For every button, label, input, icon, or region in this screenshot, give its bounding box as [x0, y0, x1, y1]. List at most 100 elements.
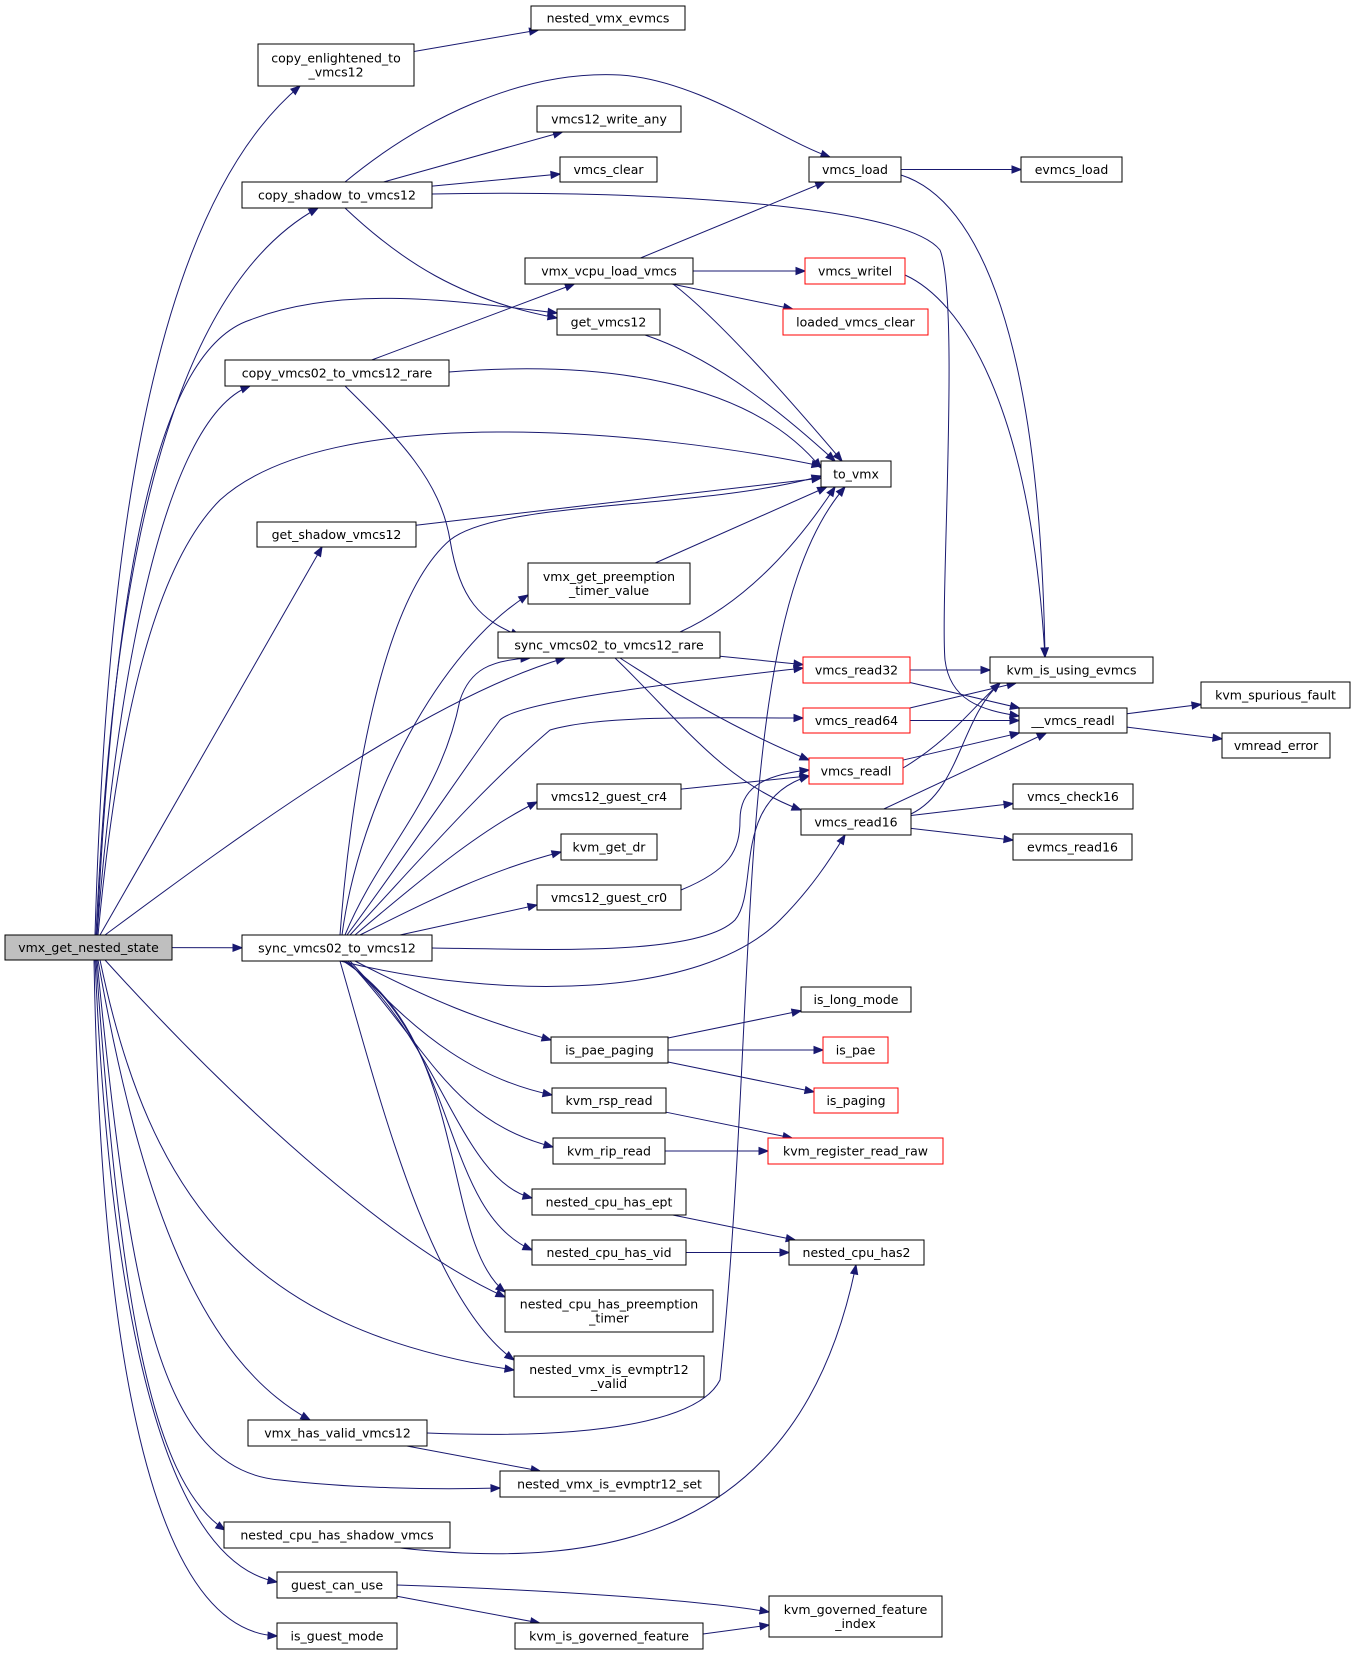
node-vmcs-readl[interactable]: vmcs_readl: [808, 757, 904, 785]
node-kvm-get-dr[interactable]: kvm_get_dr: [560, 833, 658, 861]
node-box[interactable]: [802, 707, 911, 734]
node-box[interactable]: [820, 460, 892, 488]
node-copy-enlightened-to-vmcs12[interactable]: copy_enlightened_to_vmcs12: [257, 43, 415, 87]
node-vmcs-clear[interactable]: vmcs_clear: [559, 156, 658, 183]
node-box[interactable]: [497, 631, 721, 659]
node-box[interactable]: [989, 656, 1154, 684]
node-nested-vmx-is-evmptr12-valid[interactable]: nested_vmx_is_evmptr12_valid: [513, 1355, 705, 1398]
node-nested-cpu-has-vid[interactable]: nested_cpu_has_vid: [531, 1239, 687, 1266]
node-kvm-is-governed-feature[interactable]: kvm_is_governed_feature: [514, 1622, 704, 1650]
node-box[interactable]: [767, 1137, 944, 1165]
node-box[interactable]: [813, 1087, 899, 1114]
node-box[interactable]: [556, 308, 661, 336]
node-box[interactable]: [800, 808, 912, 836]
node-box[interactable]: [1020, 156, 1123, 183]
node-get-shadow-vmcs12[interactable]: get_shadow_vmcs12: [256, 521, 417, 548]
node-vmcs12-guest-cr4[interactable]: vmcs12_guest_cr4: [536, 783, 682, 810]
node-loaded-vmcs-clear[interactable]: loaded_vmcs_clear: [782, 308, 929, 336]
node-vmx-get-nested-state[interactable]: vmx_get_nested_state: [4, 934, 173, 961]
node-box[interactable]: [822, 1036, 889, 1064]
node-sync-vmcs02-to-vmcs12[interactable]: sync_vmcs02_to_vmcs12: [241, 934, 433, 962]
node-vmcs-read32[interactable]: vmcs_read32: [802, 656, 911, 684]
node-box[interactable]: [530, 5, 686, 31]
node-box[interactable]: [224, 359, 450, 387]
node-vmx-vcpu-load-vmcs[interactable]: vmx_vcpu_load_vmcs: [524, 257, 694, 285]
node-box[interactable]: [782, 308, 929, 336]
node-box[interactable]: [800, 986, 912, 1013]
node-copy-vmcs02-to-vmcs12-rare[interactable]: copy_vmcs02_to_vmcs12_rare: [224, 359, 450, 387]
node-box[interactable]: [551, 1087, 667, 1114]
node-evmcs-read16[interactable]: evmcs_read16: [1012, 833, 1133, 861]
node-vmcs12-guest-cr0[interactable]: vmcs12_guest_cr0: [536, 884, 682, 911]
node-nested-cpu-has-ept[interactable]: nested_cpu_has_ept: [531, 1188, 687, 1216]
node-box[interactable]: [536, 783, 682, 810]
node-nested-vmx-is-evmptr12-set[interactable]: nested_vmx_is_evmptr12_set: [499, 1470, 720, 1498]
node-box[interactable]: [499, 1470, 720, 1498]
node-evmcs-load[interactable]: evmcs_load: [1020, 156, 1123, 183]
node-vmcs-read16[interactable]: vmcs_read16: [800, 808, 912, 836]
node-box[interactable]: [514, 1622, 704, 1650]
node-nested-cpu-has2[interactable]: nested_cpu_has2: [788, 1239, 925, 1266]
node-is-paging[interactable]: is_paging: [813, 1087, 899, 1114]
node-get-vmcs12[interactable]: get_vmcs12: [556, 308, 661, 336]
node-box[interactable]: [1012, 833, 1133, 861]
node-box[interactable]: [552, 1137, 666, 1165]
node-box[interactable]: [1018, 707, 1128, 734]
node-copy-shadow-to-vmcs12[interactable]: copy_shadow_to_vmcs12: [241, 181, 433, 209]
node-box[interactable]: [536, 884, 682, 911]
node-box[interactable]: [247, 1419, 428, 1447]
node-box[interactable]: [223, 1521, 451, 1549]
node-box[interactable]: [531, 1239, 687, 1266]
node-to-vmx[interactable]: to_vmx: [820, 460, 892, 488]
node-kvm-rsp-read[interactable]: kvm_rsp_read: [551, 1087, 667, 1114]
node-box[interactable]: [241, 934, 433, 962]
node-box[interactable]: [804, 257, 906, 285]
node-nested-cpu-has-shadow-vmcs[interactable]: nested_cpu_has_shadow_vmcs: [223, 1521, 451, 1549]
node-box[interactable]: [788, 1239, 925, 1266]
node-nested-vmx-evmcs[interactable]: nested_vmx_evmcs: [530, 5, 686, 31]
node-box[interactable]: [241, 181, 433, 209]
node-is-pae-paging[interactable]: is_pae_paging: [550, 1036, 669, 1064]
node-box[interactable]: [550, 1036, 669, 1064]
node-box[interactable]: [808, 156, 902, 183]
node-vmcs-writel[interactable]: vmcs_writel: [804, 257, 906, 285]
node-box[interactable]: [1221, 732, 1331, 759]
node-vmread-error[interactable]: vmread_error: [1221, 732, 1331, 759]
node-box[interactable]: [4, 934, 173, 961]
node-vmcs-check16[interactable]: vmcs_check16: [1012, 783, 1134, 810]
node-box[interactable]: [559, 156, 658, 183]
node-box[interactable]: [802, 656, 911, 684]
node-kvm-governed-feature-index[interactable]: kvm_governed_feature_index: [768, 1595, 943, 1638]
node-is-pae[interactable]: is_pae: [822, 1036, 889, 1064]
node-box[interactable]: [513, 1355, 705, 1398]
node-box[interactable]: [1200, 681, 1351, 709]
node-box[interactable]: [276, 1622, 398, 1650]
node-box[interactable]: [536, 105, 682, 133]
node-box[interactable]: [808, 757, 904, 785]
node-kvm-register-read-raw[interactable]: kvm_register_read_raw: [767, 1137, 944, 1165]
node-box[interactable]: [504, 1289, 714, 1333]
node-box[interactable]: [531, 1188, 687, 1216]
node-vmcs-read64[interactable]: vmcs_read64: [802, 707, 911, 734]
node-box[interactable]: [257, 43, 415, 87]
node-nested-cpu-has-preemption-timer[interactable]: nested_cpu_has_preemption_timer: [504, 1289, 714, 1333]
node-kvm-rip-read[interactable]: kvm_rip_read: [552, 1137, 666, 1165]
node-guest-can-use[interactable]: guest_can_use: [276, 1571, 398, 1599]
node-box[interactable]: [256, 521, 417, 548]
node-sync-vmcs02-to-vmcs12-rare[interactable]: sync_vmcs02_to_vmcs12_rare: [497, 631, 721, 659]
node-box[interactable]: [560, 833, 658, 861]
node-is-long-mode[interactable]: is_long_mode: [800, 986, 912, 1013]
node-box[interactable]: [768, 1595, 943, 1638]
node-vmx-get-preemption-timer-value[interactable]: vmx_get_preemption_timer_value: [527, 562, 691, 605]
node---vmcs-readl[interactable]: __vmcs_readl: [1018, 707, 1128, 734]
node-vmcs-load[interactable]: vmcs_load: [808, 156, 902, 183]
node-kvm-is-using-evmcs[interactable]: kvm_is_using_evmcs: [989, 656, 1154, 684]
node-box[interactable]: [527, 562, 691, 605]
node-vmx-has-valid-vmcs12[interactable]: vmx_has_valid_vmcs12: [247, 1419, 428, 1447]
node-box[interactable]: [276, 1571, 398, 1599]
node-box[interactable]: [1012, 783, 1134, 810]
node-kvm-spurious-fault[interactable]: kvm_spurious_fault: [1200, 681, 1351, 709]
node-is-guest-mode[interactable]: is_guest_mode: [276, 1622, 398, 1650]
node-box[interactable]: [524, 257, 694, 285]
node-vmcs12-write-any[interactable]: vmcs12_write_any: [536, 105, 682, 133]
